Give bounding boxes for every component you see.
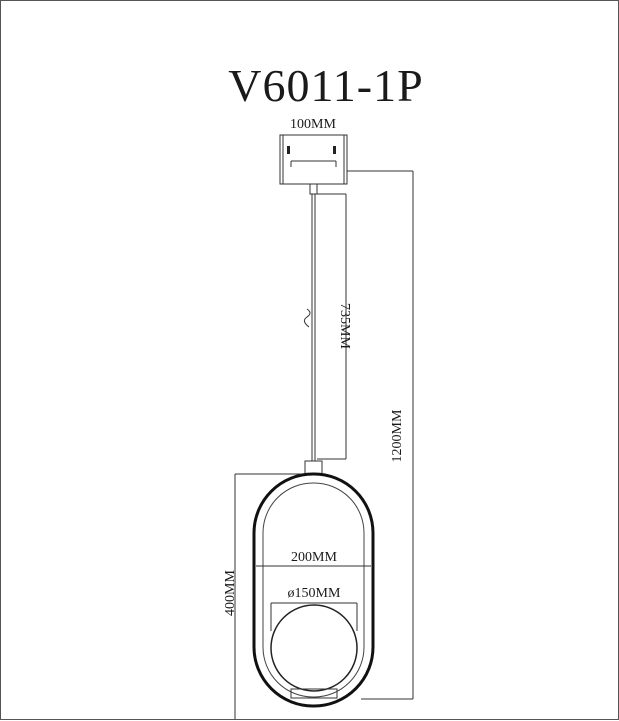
globe-diameter-label: ø150MM: [288, 586, 341, 601]
oval-frame: [252, 472, 375, 708]
globe-holder: [290, 688, 338, 699]
cord-length-dimension: [317, 193, 347, 460]
frame-connector: [304, 460, 323, 475]
glass-globe: [270, 604, 358, 692]
frame-width-label: 200MM: [291, 550, 337, 565]
canopy-joint: [309, 183, 318, 195]
total-height-label: 1200MM: [390, 409, 405, 462]
frame-height-label: 400MM: [223, 570, 238, 616]
suspension-cord: [303, 194, 316, 461]
model-title: V6011-1P: [228, 60, 423, 111]
frame-height-dimension: [234, 473, 301, 719]
globe-bracket: [270, 602, 358, 631]
canopy-width-label: 100MM: [290, 117, 336, 132]
cord-length-label: 735MM: [337, 303, 352, 349]
total-height-dimension: [347, 170, 414, 700]
canopy: [279, 134, 348, 185]
